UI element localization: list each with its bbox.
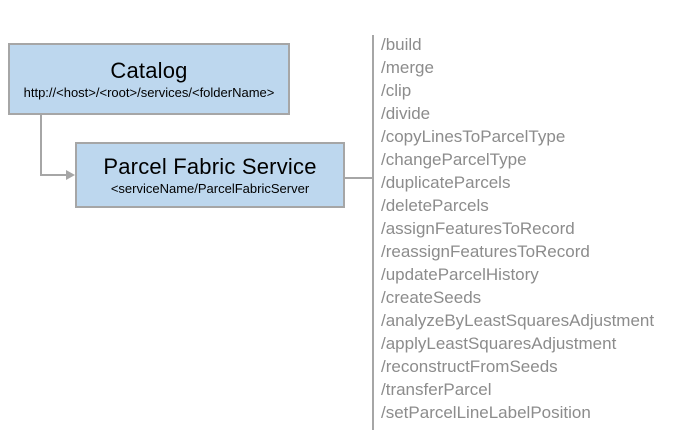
endpoint-item: /copyLinesToParcelType xyxy=(381,127,566,146)
endpoint-item: /merge xyxy=(381,58,434,77)
endpoint-item: /reconstructFromSeeds xyxy=(381,357,558,376)
endpoint-item: /updateParcelHistory xyxy=(381,265,539,284)
endpoint-item: /reassignFeaturesToRecord xyxy=(381,242,590,261)
endpoint-item: /setParcelLineLabelPosition xyxy=(381,403,591,422)
endpoint-item: /divide xyxy=(381,104,431,123)
service-title: Parcel Fabric Service xyxy=(103,154,317,179)
endpoint-rail-line xyxy=(372,35,374,430)
connector-catalog-vertical xyxy=(40,113,42,176)
endpoint-item: /applyLeastSquaresAdjustment xyxy=(381,334,617,353)
catalog-url: http://<host>/<root>/services/<folderNam… xyxy=(23,85,275,100)
endpoint-item: /transferParcel xyxy=(381,380,492,399)
catalog-title: Catalog xyxy=(110,58,188,83)
endpoint-item: /analyzeByLeastSquaresAdjustment xyxy=(381,311,655,330)
endpoint-list: /build/merge/clip/divide/copyLinesToParc… xyxy=(381,33,654,424)
connector-service-horizontal xyxy=(345,177,372,179)
service-url: <serviceName/ParcelFabricServer xyxy=(110,181,310,196)
arrowhead-icon xyxy=(66,170,75,180)
endpoint-item: /createSeeds xyxy=(381,288,482,307)
endpoint-item: /clip xyxy=(381,81,412,100)
endpoint-item: /build xyxy=(381,35,422,54)
endpoint-item: /assignFeaturesToRecord xyxy=(381,219,575,238)
endpoint-item: /changeParcelType xyxy=(381,150,527,169)
catalog-node: Catalog http://<host>/<root>/services/<f… xyxy=(8,43,290,115)
parcel-fabric-service-node: Parcel Fabric Service <serviceName/Parce… xyxy=(75,142,345,208)
endpoint-item: /duplicateParcels xyxy=(381,173,511,192)
connector-catalog-horizontal xyxy=(40,174,68,176)
endpoint-item: /deleteParcels xyxy=(381,196,489,215)
